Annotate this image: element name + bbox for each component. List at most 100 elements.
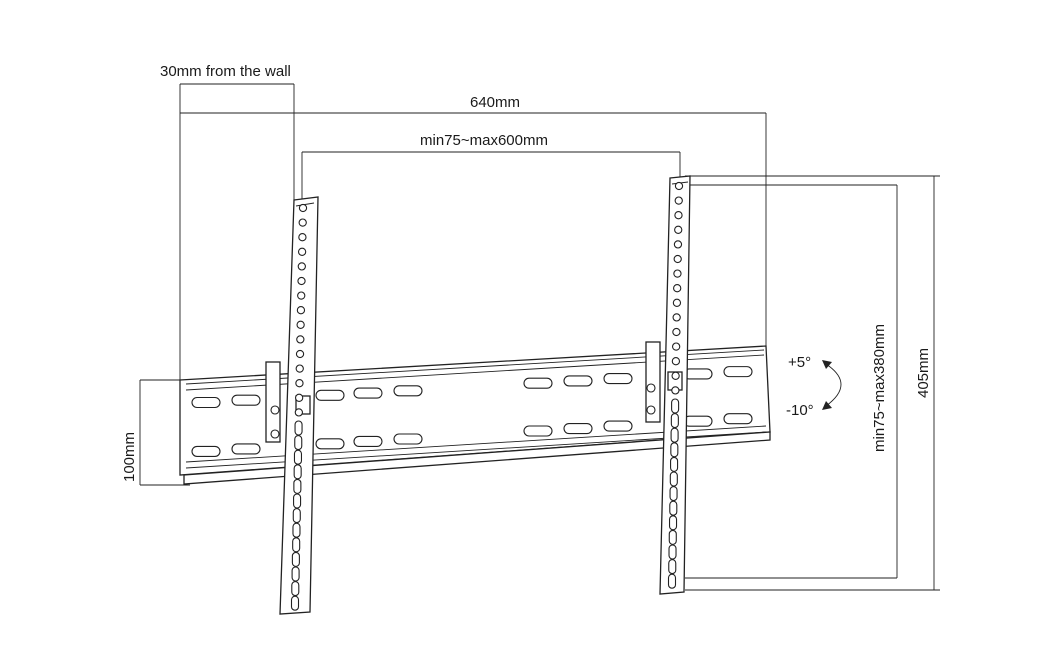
bracket-slot	[667, 573, 677, 589]
bracket-slot	[668, 559, 677, 575]
plate-slot	[315, 389, 345, 401]
bracket-slot	[293, 478, 302, 494]
plate-slot	[315, 438, 345, 450]
overall-width-label: 640mm	[470, 94, 520, 111]
bracket-hole	[671, 342, 681, 351]
bracket-hole	[294, 408, 304, 417]
dimension-overall-width: 640mm	[180, 94, 767, 348]
plate-slot	[603, 373, 633, 385]
left-bracket-holes	[290, 203, 308, 611]
right-bracket-holes	[667, 181, 684, 589]
bracket-hole	[296, 306, 306, 315]
bracket-hole	[296, 335, 305, 344]
vesa-vertical-label: min75~max380mm	[871, 324, 888, 452]
bracket-slot	[292, 522, 301, 538]
bracket-slot	[671, 398, 680, 414]
bracket-hole	[673, 240, 683, 249]
plate-slot	[191, 445, 221, 457]
plate-slot	[723, 413, 753, 425]
bracket-slot	[293, 449, 303, 465]
plate-slot	[523, 377, 553, 389]
bracket-slot	[291, 566, 300, 582]
bracket-hole	[673, 254, 682, 264]
bracket-hole	[671, 386, 680, 395]
tilt-indicator: +5° -10°	[786, 354, 842, 419]
bracket-slot	[670, 427, 679, 443]
bracket-hole	[295, 379, 304, 388]
bracket-slot	[290, 595, 300, 611]
bracket-hole	[295, 364, 304, 373]
plate-slot	[231, 443, 261, 455]
bracket-slot	[670, 413, 679, 429]
bracket-hole	[673, 284, 682, 293]
wall-plate	[179, 345, 771, 485]
dimension-vesa-vertical: min75~max380mm	[685, 184, 898, 579]
wall-plate-slots	[191, 366, 753, 457]
bracket-slot	[293, 493, 302, 509]
bracket-slot	[669, 500, 678, 516]
dimension-wall-offset: 30mm from the wall	[160, 63, 295, 380]
plate-slot	[231, 394, 261, 406]
plate-slot	[523, 425, 553, 437]
plate-slot	[393, 385, 423, 397]
bracket-slot	[669, 471, 678, 487]
plate-height-label: 100mm	[121, 432, 138, 482]
plate-slot	[191, 396, 221, 409]
bracket-hole	[298, 233, 307, 242]
bracket-slot	[668, 515, 678, 531]
left-tv-bracket	[265, 196, 319, 615]
plate-slot	[353, 387, 383, 399]
bracket-hole	[296, 320, 305, 329]
plate-slot	[603, 420, 633, 432]
bracket-slot	[292, 537, 301, 553]
bracket-hole	[294, 393, 304, 402]
plate-slot	[723, 366, 753, 378]
tilt-arrow-up-icon	[822, 360, 832, 369]
dimension-overall-height: 405mm	[685, 175, 940, 591]
bracket-hole	[674, 211, 683, 220]
bracket-hole	[295, 349, 305, 359]
plate-slot	[393, 433, 423, 445]
right-tv-bracket	[645, 175, 691, 595]
bracket-hole	[297, 276, 306, 286]
plate-slot	[563, 422, 593, 435]
overall-height-label: 405mm	[915, 348, 932, 398]
bracket-hole	[672, 313, 681, 322]
bracket-slot	[670, 442, 679, 458]
plate-slot	[353, 435, 383, 448]
bracket-slot	[668, 529, 677, 545]
bracket-slot	[291, 581, 300, 597]
plate-slot	[683, 415, 713, 427]
dimension-vesa-horizontal: min75~max600mm	[301, 132, 681, 205]
bracket-slot	[293, 464, 302, 480]
bracket-hole	[671, 371, 680, 380]
bracket-hole	[672, 298, 682, 307]
bracket-hole	[674, 225, 683, 234]
dimension-plate-height: 100mm	[121, 379, 190, 486]
bracket-slot	[670, 456, 679, 472]
bracket-slot	[294, 420, 303, 436]
bracket-slot	[291, 551, 300, 567]
plate-slot	[683, 368, 713, 380]
plate-slot	[563, 375, 593, 387]
bracket-hole	[297, 262, 306, 271]
bracket-hole	[298, 218, 307, 227]
bracket-hole	[673, 269, 682, 278]
wall-offset-label: 30mm from the wall	[160, 63, 291, 80]
tilt-up-label: +5°	[788, 354, 811, 371]
vesa-horizontal-label: min75~max600mm	[420, 132, 548, 149]
bracket-slot	[668, 544, 677, 560]
bracket-hole	[674, 181, 684, 191]
bracket-hole	[671, 357, 681, 366]
bracket-slot	[669, 486, 678, 502]
bracket-slot	[294, 435, 303, 451]
bracket-hole	[297, 291, 306, 300]
bracket-hole	[297, 247, 307, 256]
bracket-hole	[674, 196, 683, 205]
bracket-hole	[298, 203, 308, 213]
tilt-arrow-down-icon	[822, 401, 832, 410]
bracket-slot	[292, 508, 301, 524]
tilt-arc	[825, 363, 842, 407]
